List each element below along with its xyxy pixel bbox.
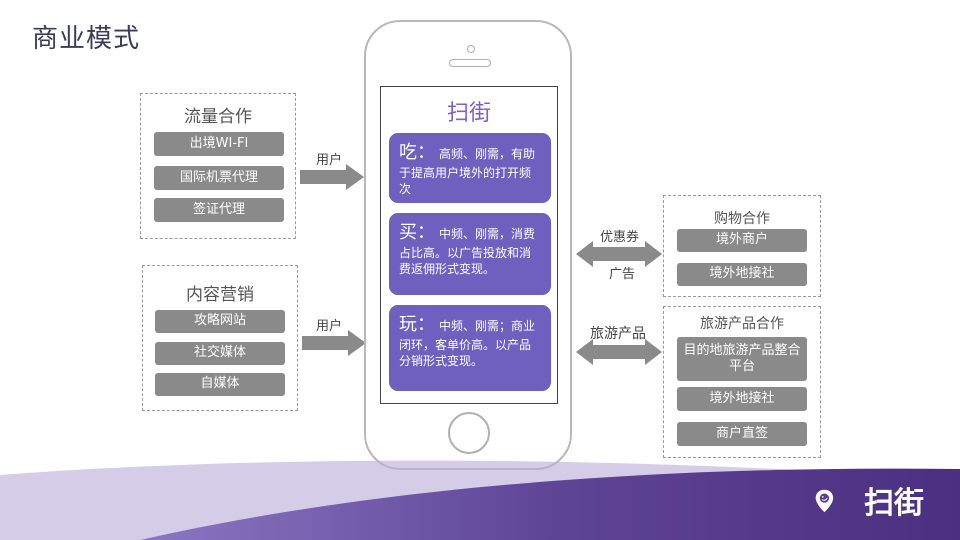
item-wifi: 出境WI-FI [154, 132, 284, 156]
card-eat: 吃：高频、刚需，有助于提高用户境外的打开频次 [389, 133, 551, 203]
camera-icon [467, 45, 475, 53]
bottom-wave-decoration [0, 460, 960, 540]
item-guide-site: 攻略网站 [155, 310, 285, 333]
arrow-right-2 [302, 330, 366, 356]
arrow-label-ads: 广告 [609, 267, 636, 282]
card-head: 吃： [399, 142, 435, 163]
card-buy: 买：中频、刚需，消费占比高。以广告投放和消费返佣形式变现。 [389, 213, 551, 295]
card-text: 高频、刚需，有助于提高用户境外的打开频次 [399, 147, 536, 197]
item-self-media: 自媒体 [155, 373, 285, 396]
item-air-ticket: 国际机票代理 [154, 166, 284, 190]
arrow-label-travel-products: 旅游产品 [590, 326, 646, 342]
item-visa: 签证代理 [154, 198, 284, 222]
item-overseas-agency: 境外地接社 [677, 263, 807, 286]
group-travel-product-cooperation: 旅游产品合作 目的地旅游产品整合平台 境外地接社 商户直签 [663, 306, 821, 458]
group-title: 旅游产品合作 [700, 316, 784, 332]
card-head: 玩： [399, 314, 435, 335]
item-destination-platform: 目的地旅游产品整合平台 [677, 337, 807, 381]
page-title: 商业模式 [32, 24, 141, 54]
arrow-right-1 [300, 164, 364, 190]
card-play: 玩：中频、刚需；商业闭环，客单价高。以产品分销形式变现。 [389, 305, 551, 391]
arrow-label-users-2: 用户 [316, 319, 343, 334]
group-traffic-cooperation: 流量合作 出境WI-FI 国际机票代理 签证代理 [140, 93, 296, 239]
group-title: 购物合作 [714, 211, 770, 227]
group-shopping-cooperation: 购物合作 境外商户 境外地接社 [663, 195, 821, 297]
speaker-icon [449, 59, 491, 67]
item-overseas-agency-2: 境外地接社 [677, 387, 807, 411]
arrow-label-coupon: 优惠券 [600, 230, 640, 245]
item-direct-merchant: 商户直签 [677, 422, 807, 446]
map-pin-logo-icon [815, 489, 834, 513]
card-text: 中频、刚需，消费占比高。以广告投放和消费返佣形式变现。 [399, 227, 536, 277]
brand-name: 扫街 [864, 486, 924, 521]
group-title: 内容营销 [186, 285, 254, 305]
card-text: 中频、刚需；商业闭环，客单价高。以产品分销形式变现。 [399, 319, 536, 369]
group-title: 流量合作 [184, 107, 252, 127]
arrow-bidirectional-2 [576, 339, 662, 365]
card-head: 买： [399, 222, 435, 243]
group-content-marketing: 内容营销 攻略网站 社交媒体 自媒体 [142, 265, 298, 411]
phone-screen: 扫街 吃：高频、刚需，有助于提高用户境外的打开频次 买：中频、刚需，消费占比高。… [380, 86, 558, 404]
arrow-bidirectional-1 [576, 241, 662, 267]
item-overseas-merchant: 境外商户 [677, 229, 807, 252]
item-social-media: 社交媒体 [155, 342, 285, 365]
screen-title: 扫街 [446, 101, 491, 126]
phone-mockup: 扫街 吃：高频、刚需，有助于提高用户境外的打开频次 买：中频、刚需，消费占比高。… [364, 20, 572, 470]
home-button [448, 412, 490, 454]
arrow-label-users-1: 用户 [316, 153, 343, 168]
